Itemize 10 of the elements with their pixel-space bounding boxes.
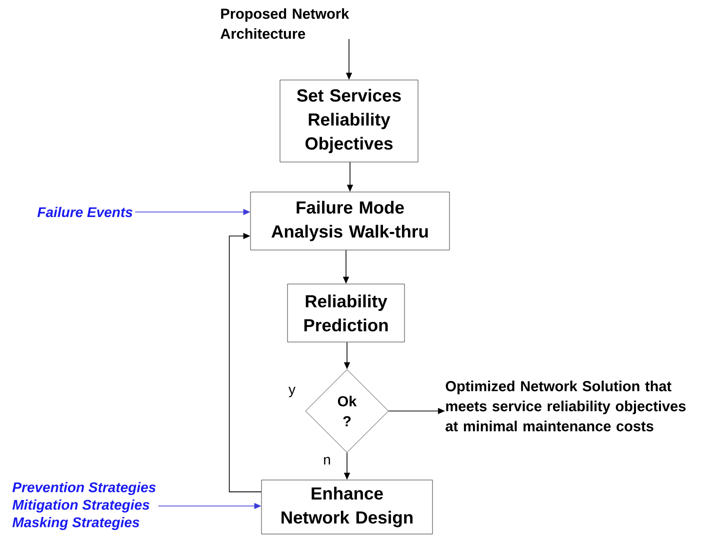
process-box: Enhance Network Design — [261, 480, 433, 534]
arrow — [228, 232, 262, 492]
annotation-text: Failure Events — [37, 206, 132, 218]
bare-text: Proposed Network Architecture — [220, 8, 350, 39]
process-box: Reliability Prediction — [287, 284, 405, 342]
edge-label: n — [322, 456, 332, 466]
result-text: Optimized Network Solution that meets service reliability objectives at minimal maintenance costs — [446, 380, 686, 432]
annotation-text: Prevention Strategies Mitigation Strategies Masking Strategies — [12, 482, 156, 530]
process-box: Set Services Reliability Objectives — [280, 80, 418, 162]
process-box: Failure Mode Analysis Walk-thru — [250, 192, 450, 250]
